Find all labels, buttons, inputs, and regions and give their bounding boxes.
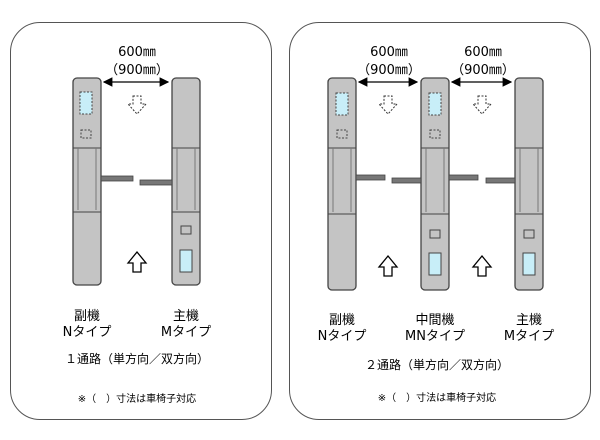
dimension-top-2a: 600㎜: [370, 45, 408, 60]
dimension-bottom-1: （900㎜）: [105, 63, 169, 78]
machine-type: Mタイプ: [503, 329, 555, 344]
gate-mn-type: [420, 77, 450, 291]
note-2: ※（ ）寸法は車椅子対応: [377, 393, 497, 404]
dimension-top-1: 600㎜: [118, 45, 156, 60]
caption-1: １通路（単方向／双方向）: [64, 352, 210, 366]
machine-type: Mタイプ: [160, 325, 212, 340]
machine-type: Nタイプ: [317, 329, 367, 344]
machine-role: 中間機: [415, 313, 455, 328]
note-1: ※（ ）寸法は車椅子対応: [77, 394, 197, 405]
dimension-bottom-2b: （900㎜）: [451, 63, 515, 78]
machine-label-m-1: 主機 Mタイプ: [161, 309, 211, 341]
machine-type: Nタイプ: [62, 325, 112, 340]
machine-type: MNタイプ: [405, 329, 465, 344]
gate-m-type-1: [171, 77, 201, 286]
machine-label-n-1: 副機 Nタイプ: [63, 309, 112, 341]
machine-role: 副機: [73, 309, 101, 324]
machine-role: 主機: [172, 309, 199, 324]
machine-label-m-2: 主機 Mタイプ: [504, 313, 554, 345]
panel-one-lane: [10, 22, 272, 420]
dimension-top-2b: 600㎜: [464, 45, 502, 60]
gate-n-type-1: [72, 77, 102, 286]
machine-label-n-2: 副機 Nタイプ: [318, 313, 367, 345]
gate-n-type-2: [327, 77, 357, 291]
machine-role: 主機: [515, 313, 542, 328]
gate-m-type-2: [514, 77, 544, 291]
machine-label-mn: 中間機 MNタイプ: [405, 313, 465, 345]
machine-role: 副機: [328, 313, 356, 328]
dimension-bottom-2a: （900㎜）: [357, 63, 421, 78]
caption-2: ２通路（単方向／双方向）: [364, 358, 510, 372]
